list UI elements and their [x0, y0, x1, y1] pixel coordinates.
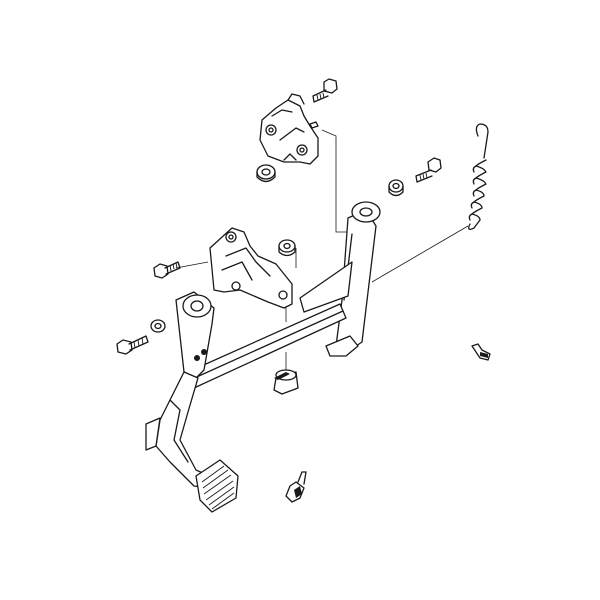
mounting-plate-icon: [209, 227, 293, 309]
upper-bracket-icon: [259, 93, 319, 165]
pivot-washer-icon: [150, 319, 166, 333]
small-pin-icon: [471, 343, 491, 361]
center-stand-icon: [175, 201, 381, 389]
plate-collar-icon: [278, 239, 296, 257]
bracket-nut-icon: [256, 164, 276, 183]
return-spring-icon: [468, 123, 489, 230]
stand-pedal-icon: [145, 371, 239, 513]
top-bolt-icon: [312, 78, 338, 103]
right-collar-icon: [388, 179, 404, 197]
right-bolt-icon: [415, 157, 442, 183]
grease-nipple-icon: [285, 471, 307, 503]
pivot-bolt-icon: [116, 335, 149, 355]
rubber-stopper-icon: [273, 369, 299, 395]
plate-bolt-icon: [153, 261, 181, 279]
